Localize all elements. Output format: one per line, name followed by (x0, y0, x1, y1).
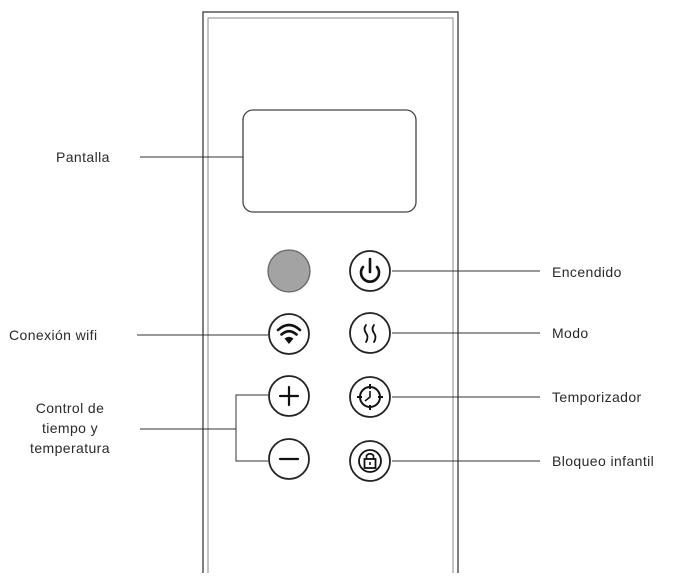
power-icon (359, 257, 381, 283)
power-label: Encendido (552, 264, 622, 280)
power-button[interactable] (349, 250, 391, 292)
timer-icon (357, 384, 383, 410)
mode-label: Modo (552, 325, 589, 341)
wifi-button[interactable] (268, 313, 310, 355)
timer-button[interactable] (349, 376, 391, 418)
child-lock-label: Bloqueo infantil (552, 453, 655, 469)
panel-inner-outline (207, 17, 454, 573)
minus-button[interactable] (268, 438, 310, 480)
plus-button[interactable] (268, 375, 310, 417)
control-label: Control de tiempo y temperatura (0, 398, 140, 458)
control-label-line-2: tiempo y (41, 420, 99, 436)
heat-waves-icon (363, 324, 377, 343)
status-light (267, 249, 311, 293)
control-bracket (235, 394, 268, 462)
timer-label: Temporizador (552, 389, 642, 405)
wifi-label: Conexión wifi (9, 327, 98, 343)
wifi-icon (276, 323, 302, 344)
control-label-line-1: Control de (35, 400, 105, 416)
plus-icon (278, 385, 300, 407)
screen-label: Pantalla (56, 149, 110, 165)
display-screen (242, 109, 417, 213)
control-label-line-3: temperatura (30, 440, 110, 456)
lock-icon (358, 449, 382, 473)
mode-button[interactable] (349, 312, 391, 354)
child-lock-button[interactable] (349, 440, 391, 482)
panel-outline (202, 11, 459, 573)
